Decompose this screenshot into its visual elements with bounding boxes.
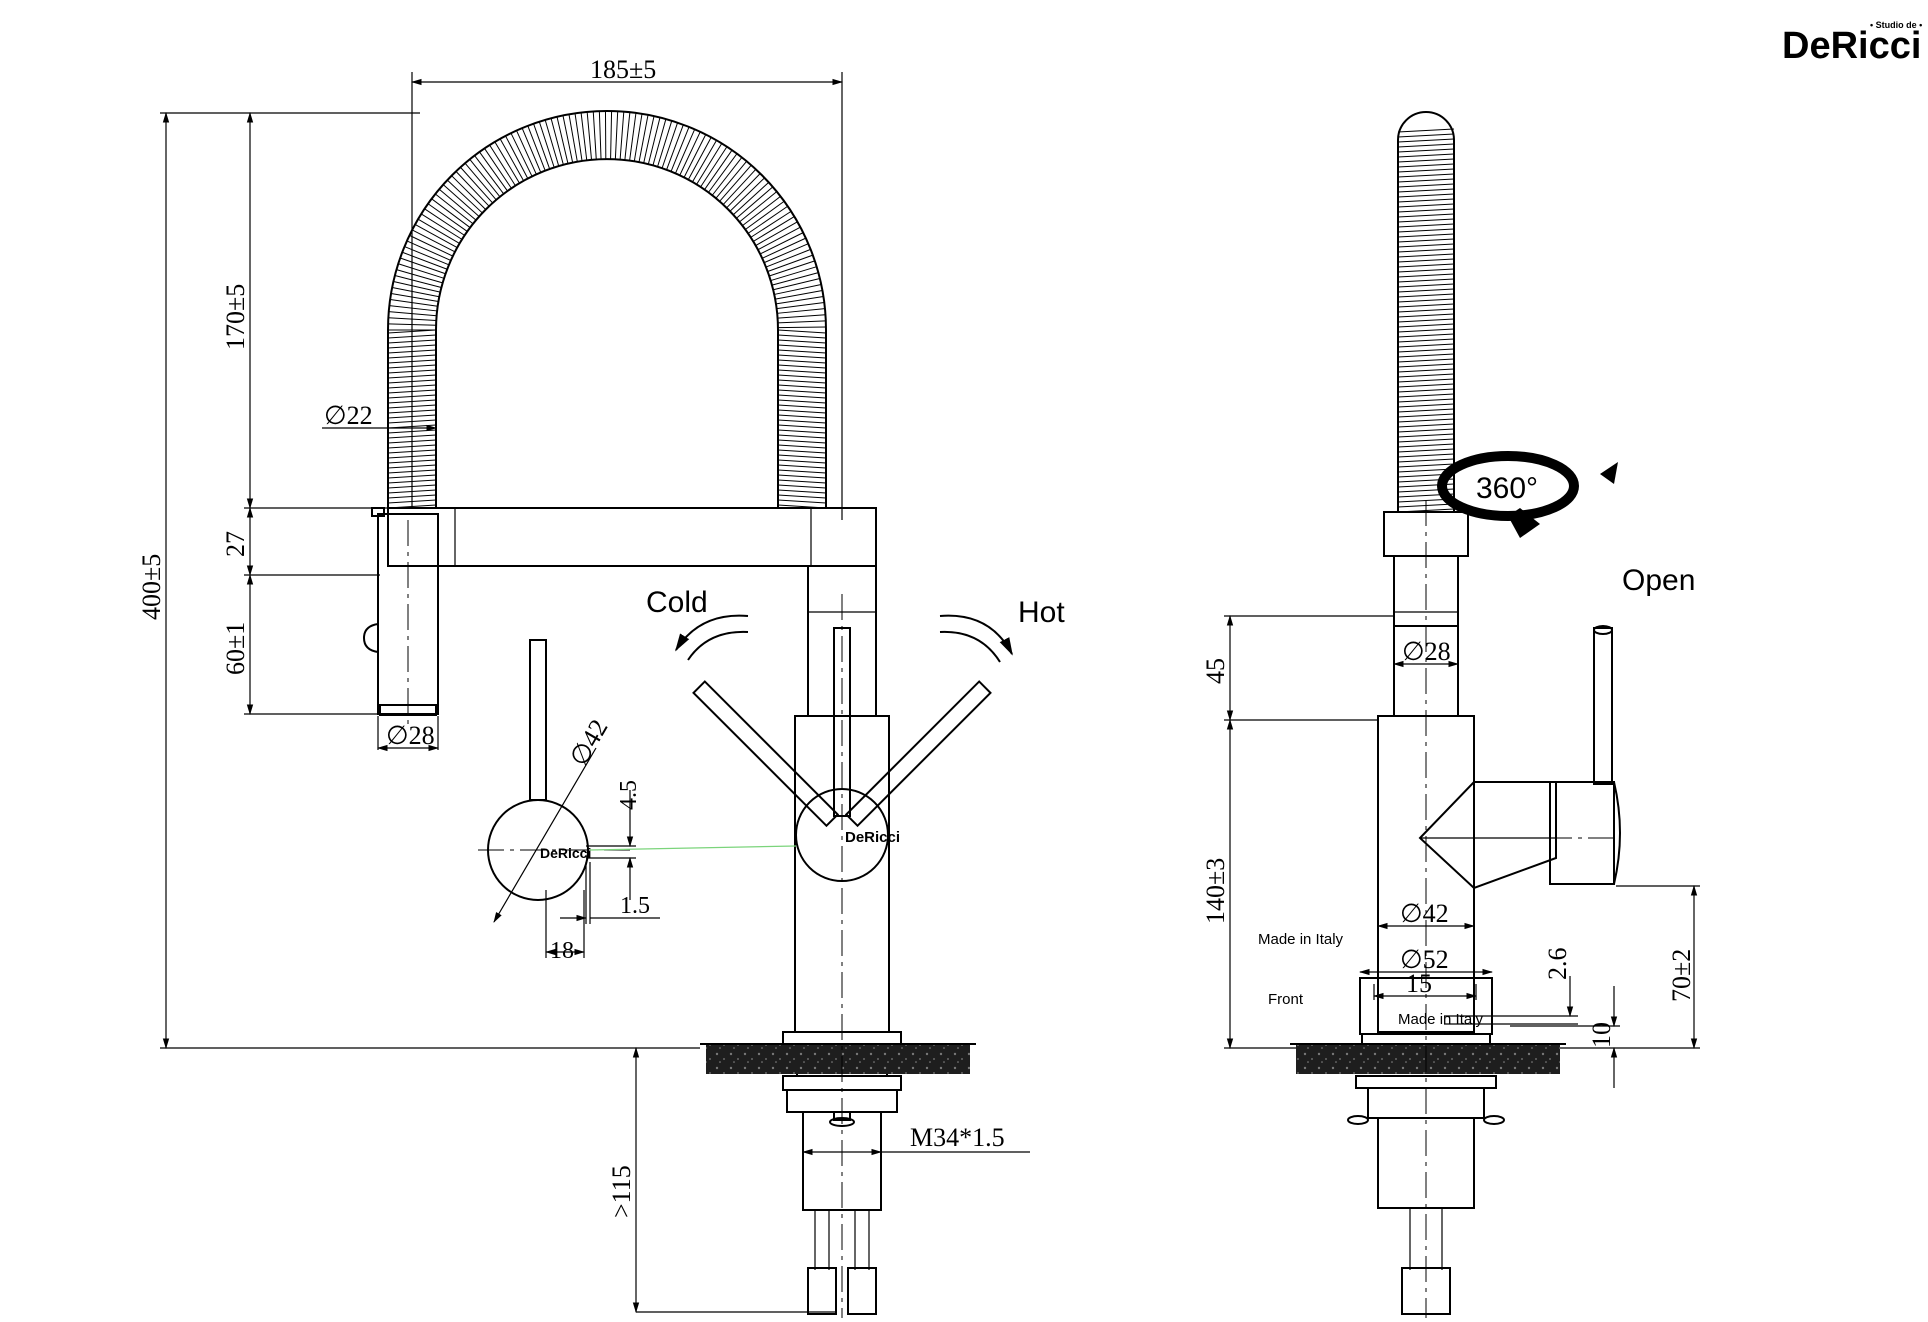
dim-lever-height: 70±2 xyxy=(1560,884,1700,1050)
spout xyxy=(387,507,877,567)
label-height-hose: 170±5 xyxy=(221,284,250,350)
hose-arch xyxy=(387,110,827,509)
front-view: DeRicci 185±5 xyxy=(137,55,1065,1318)
label-body-diameter: ∅42 xyxy=(1400,899,1449,928)
dim-shank-length: >115 xyxy=(607,1046,836,1314)
label-base-diameter: ∅52 xyxy=(1400,945,1449,974)
logo-tagline: • Studio de • xyxy=(1870,20,1922,30)
label-open: Open xyxy=(1622,564,1695,597)
label-handle-offset: 4.5 xyxy=(616,780,642,810)
spray-head xyxy=(362,507,439,716)
label-height-total: 400±5 xyxy=(137,554,166,620)
handle-detail: DeRicci ∅42 4.5 1.5 18 xyxy=(478,639,797,964)
label-lever-height: 70±2 xyxy=(1667,949,1696,1002)
label-rotation: 360° xyxy=(1476,472,1538,505)
label-body-upper-diameter: ∅28 xyxy=(1402,637,1451,666)
label-body-upper-height: 45 xyxy=(1201,658,1230,684)
logo-text: DeRicci xyxy=(1782,25,1921,67)
dim-plate: 2.6 10 xyxy=(1444,948,1620,1088)
side-view: Made in Italy 360° Open Made in Italy Fr… xyxy=(1201,111,1700,1318)
dim-thread: M34*1.5 xyxy=(801,1123,1030,1156)
label-cold: Cold xyxy=(646,586,708,619)
rotation-indicator: 360° xyxy=(1437,451,1618,538)
detail-badge: DeRicci xyxy=(540,845,591,861)
handle-badge: DeRicci xyxy=(845,829,900,846)
label-plate-width: 15 xyxy=(1406,969,1432,998)
side-hose xyxy=(1397,111,1455,513)
dim-hose-diameter: ∅22 xyxy=(322,401,438,432)
label-spray-head-diameter: ∅28 xyxy=(386,721,435,750)
label-hose-diameter: ∅22 xyxy=(324,401,373,430)
label-made-in-italy: Made in Italy xyxy=(1258,931,1344,948)
label-front: Front xyxy=(1268,991,1304,1008)
label-spray-head-height: 60±1 xyxy=(221,622,250,675)
label-plate-offset: 2.6 xyxy=(1543,948,1572,981)
dim-spray-head-diameter: ∅28 xyxy=(376,716,440,752)
temperature-indicators: Cold Hot xyxy=(646,586,1065,663)
plate-text: Made in Italy xyxy=(1398,1011,1484,1028)
label-plate-height: 10 xyxy=(1587,1022,1616,1048)
dim-heights-left: 170±5 27 60±1 xyxy=(221,111,390,716)
brand-logo: DeRicci • Studio de • xyxy=(1782,20,1922,67)
label-spout-thickness: 27 xyxy=(221,531,250,557)
dim-height-total: 400±5 xyxy=(137,111,700,1050)
dim-width-spout: 185±5 xyxy=(410,55,844,520)
label-body-height: 140±3 xyxy=(1201,858,1230,924)
label-hot: Hot xyxy=(1018,596,1065,629)
label-handle-width: 18 xyxy=(550,938,574,964)
label-width-spout: 185±5 xyxy=(590,55,656,84)
label-shank-length: >115 xyxy=(607,1165,636,1218)
label-handle-diameter: ∅42 xyxy=(564,714,613,771)
dim-side-diameters: ∅28 ∅42 ∅52 15 xyxy=(1358,637,1494,1000)
dim-side-heights: 45 140±3 xyxy=(1201,614,1394,1050)
label-handle-gap: 1.5 xyxy=(620,893,650,919)
label-thread: M34*1.5 xyxy=(910,1123,1005,1152)
countertop-front xyxy=(700,1043,976,1074)
